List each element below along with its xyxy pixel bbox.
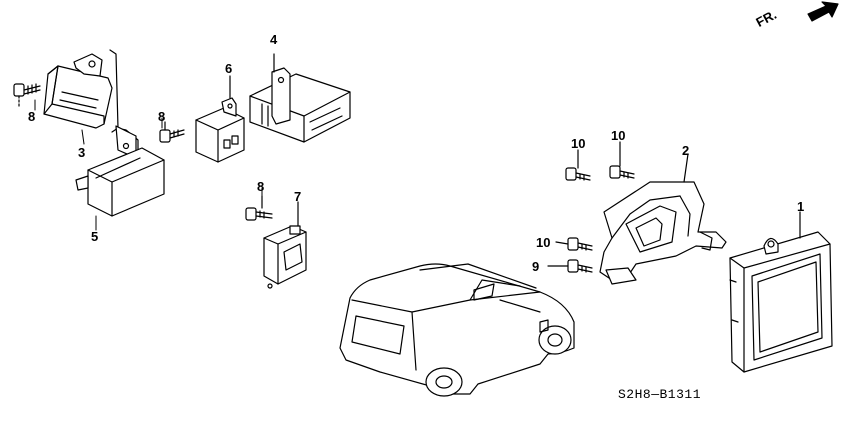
part-8-bolt-middle [160, 122, 184, 142]
part-7-control-unit [264, 202, 306, 288]
callout-5: 5 [91, 229, 99, 244]
part-8-bolt-left [14, 84, 40, 106]
callout-4: 4 [270, 32, 278, 47]
part-10-bolt-b [610, 142, 634, 178]
callout-2: 2 [682, 143, 690, 158]
callout-10-c: 10 [536, 235, 551, 250]
part-10-bolt-a [566, 150, 590, 180]
callout-6: 6 [225, 61, 233, 76]
part-1-engine-control-unit [730, 212, 832, 372]
part-4-control-module [250, 54, 350, 142]
part-2-mounting-bracket [600, 154, 726, 284]
part-10-bolt-c [556, 238, 592, 250]
leader-lines [35, 100, 262, 230]
diagram-reference-code: S2H8—B1311 [618, 387, 702, 402]
callout-8-middle: 8 [158, 109, 166, 124]
callout-10-a: 10 [571, 136, 586, 151]
callout-8-left: 8 [28, 109, 36, 124]
callout-7: 7 [294, 189, 302, 204]
part-3-control-unit [44, 54, 112, 128]
callout-10-b: 10 [611, 128, 626, 143]
callout-8-lower: 8 [257, 179, 265, 194]
callout-9: 9 [532, 259, 540, 274]
part-8-bolt-lower [246, 196, 272, 220]
part-6-relay [196, 76, 244, 162]
callout-1: 1 [797, 199, 805, 214]
front-direction-arrow-icon [808, 2, 838, 21]
vehicle-location-illustration [340, 264, 574, 396]
part-9-bolt [548, 260, 592, 272]
part-3-bracket [110, 50, 138, 162]
callout-3: 3 [78, 145, 86, 160]
part-5-control-unit [76, 148, 164, 216]
